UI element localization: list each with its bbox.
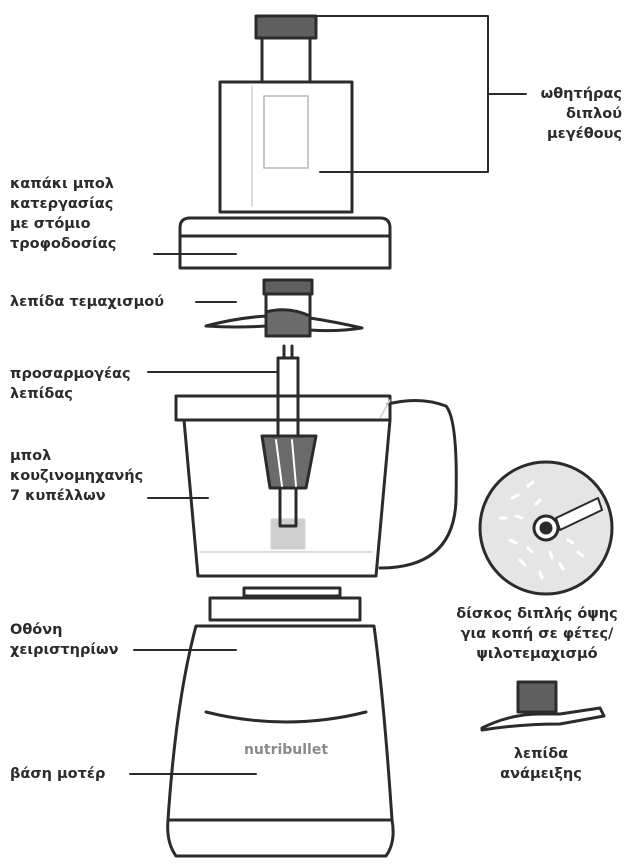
label-motor-base: βάση μοτέρ [10, 766, 106, 782]
label-chopping-blade: λεπίδα τεμαχισμού [10, 294, 165, 310]
bowl-lid [178, 216, 392, 270]
motor-base [166, 586, 395, 858]
dough-blade [480, 680, 606, 732]
pusher [218, 14, 354, 214]
chopping-blade [204, 278, 364, 338]
leader-lines [129, 15, 527, 775]
slicing-shredding-disc [478, 460, 614, 596]
brand-logo: nutribullet [244, 742, 328, 758]
processor-bowl [174, 394, 458, 578]
